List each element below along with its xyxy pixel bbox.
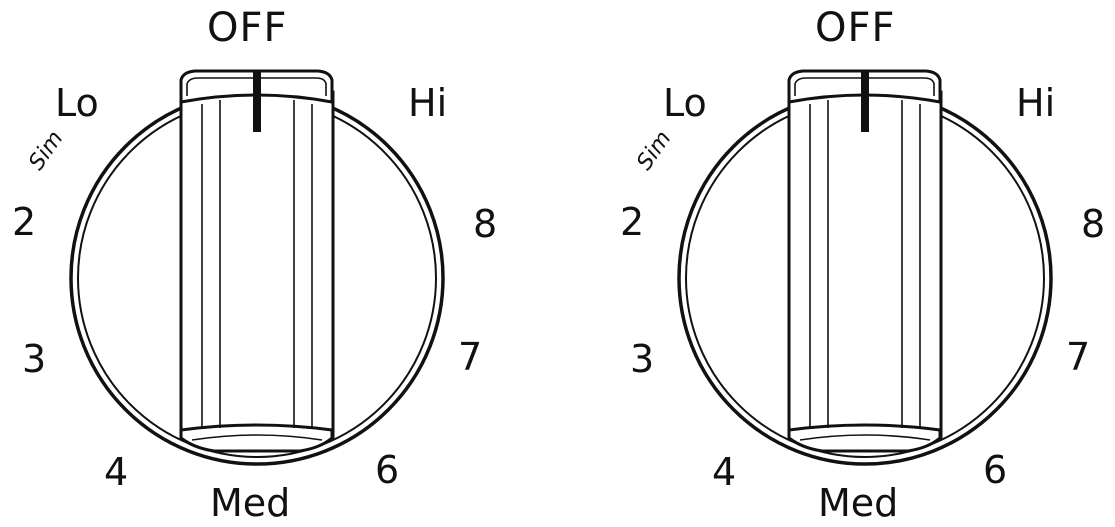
label-3: 3 [630,340,654,378]
label-7: 7 [1066,338,1090,376]
label-4: 4 [712,453,736,491]
burner-knob-right[interactable]: OFF Lo Hi Sim 2 8 3 7 4 6 Med [608,0,1115,527]
label-7: 7 [458,338,482,376]
label-2: 2 [620,203,644,241]
label-hi: Hi [1016,84,1055,122]
label-2: 2 [12,203,36,241]
knob-drawing [0,0,520,527]
label-off: OFF [207,8,288,48]
label-med: Med [818,484,898,522]
label-hi: Hi [408,84,447,122]
knob-drawing [608,0,1115,527]
knob-grip-body [789,92,941,438]
label-med: Med [210,484,290,522]
label-3: 3 [22,340,46,378]
label-8: 8 [1081,205,1105,243]
label-6: 6 [983,451,1007,489]
knob-grip-body [181,92,333,438]
label-6: 6 [375,451,399,489]
label-4: 4 [104,453,128,491]
label-lo: Lo [663,84,707,122]
label-lo: Lo [55,84,99,122]
knob-pointer-indicator [861,70,869,132]
burner-knob-left[interactable]: OFF Lo Hi Sim 2 8 3 7 4 6 Med [0,0,520,527]
knob-pointer-indicator [253,70,261,132]
label-off: OFF [815,8,896,48]
label-8: 8 [473,205,497,243]
